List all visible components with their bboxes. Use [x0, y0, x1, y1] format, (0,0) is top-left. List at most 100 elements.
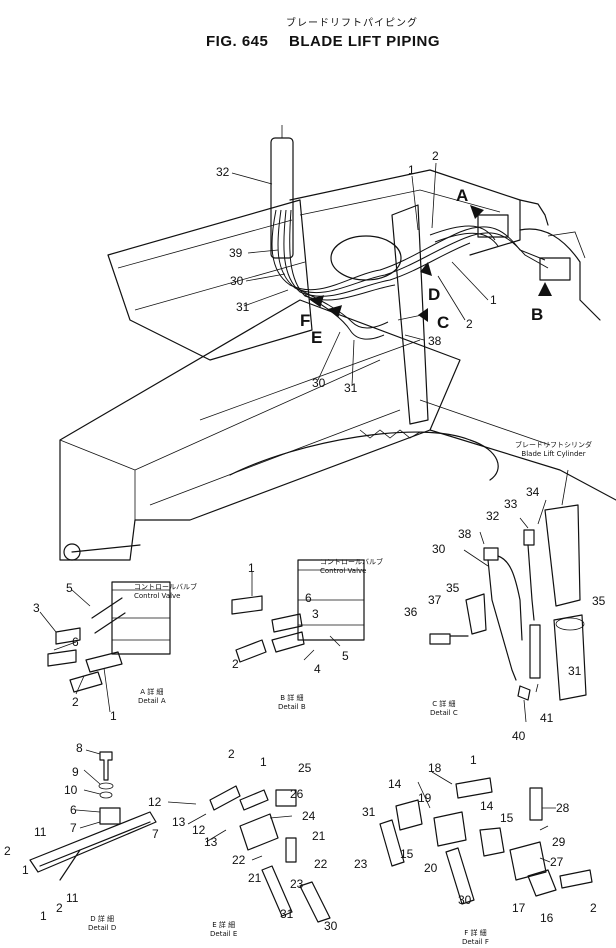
drawing-stroke — [529, 787, 543, 821]
drawing-stroke — [351, 339, 355, 387]
part-callout: 2 — [590, 901, 597, 915]
drawing-stroke — [231, 172, 273, 185]
drawing-stroke — [261, 865, 293, 917]
figure-title: BLADE LIFT PIPING — [289, 33, 440, 50]
callout: 1 — [490, 293, 497, 307]
drawing-stroke — [134, 261, 306, 311]
arrow-letter-b: B — [531, 305, 543, 324]
detail-e-drawing: 2 1 25 12 26 13 12 24 13 22 21 22 23 21 … — [148, 747, 368, 933]
drawing-stroke — [117, 219, 293, 269]
detail-f-drawing: 1 18 14 19 31 14 15 28 15 20 29 27 30 17… — [362, 753, 597, 925]
drawing-stroke — [231, 595, 263, 615]
part-callout: 30 — [458, 893, 472, 907]
drawing-stroke — [497, 555, 523, 641]
callout: 31 — [236, 300, 250, 314]
callout: 2 — [432, 149, 439, 163]
detail-f-caption-jp: F 詳 細 — [464, 929, 487, 937]
drawing-stroke — [149, 409, 401, 506]
part-callout: 6 — [72, 635, 79, 649]
part-callout: 1 — [22, 863, 29, 877]
moldboard-blade — [107, 199, 313, 361]
part-callout: 6 — [70, 803, 77, 817]
part-callout: 3 — [33, 601, 40, 615]
drawing-stroke — [285, 837, 297, 863]
drawbar-frame — [59, 299, 461, 561]
drawing-stroke — [47, 649, 77, 667]
drawing-stroke — [235, 639, 267, 663]
part-callout: 4 — [314, 662, 321, 676]
part-callout: 30 — [432, 542, 446, 556]
detail-a-valve-jp: コントロールバルブ — [134, 583, 197, 591]
detail-b-caption-jp: B 詳 細 — [280, 694, 304, 702]
drawing-stroke — [547, 231, 586, 259]
arrow-letter-d: D — [428, 285, 440, 304]
detail-a-caption-jp: A 詳 細 — [140, 688, 164, 696]
drawing-stroke — [167, 801, 293, 861]
drawing-stroke — [69, 671, 103, 693]
drawing-stroke — [55, 627, 81, 645]
drawing-stroke — [419, 399, 551, 446]
drawing-stroke — [529, 624, 541, 679]
arrow-e-icon — [326, 305, 343, 318]
callout: 32 — [216, 165, 230, 179]
part-callout: 6 — [305, 591, 312, 605]
detail-b-caption-en: Detail B — [278, 703, 306, 711]
drawing-stroke — [298, 569, 364, 626]
detail-b-valve-en: Control Valve — [320, 567, 367, 575]
blade-lift-cylinder-view — [544, 469, 587, 701]
drawing-stroke — [239, 813, 279, 851]
part-callout: 14 — [388, 777, 402, 791]
part-callout: 37 — [428, 593, 442, 607]
drawing-stroke — [395, 799, 423, 831]
drawing-stroke — [517, 685, 531, 701]
drawing-stroke — [99, 751, 113, 781]
part-callout: 31 — [280, 907, 294, 921]
detail-d-caption-en: Detail D — [88, 924, 117, 932]
right-lift-cylinder — [391, 204, 429, 425]
drawing-stroke — [451, 261, 489, 301]
arrow-c-icon — [418, 308, 428, 322]
drawing-stroke — [455, 777, 493, 799]
detail-c-drawing: 38 30 35 37 36 32 33 34 35 31 41 40 — [404, 485, 606, 743]
circle-gear — [229, 431, 499, 481]
drawing-stroke — [299, 189, 501, 216]
part-callout: 31 — [362, 805, 376, 819]
drawing-stroke — [404, 334, 425, 341]
drawing-stroke — [299, 881, 331, 923]
drawing-stroke — [317, 331, 341, 381]
part-callout: 2 — [4, 844, 11, 858]
detail-d-caption: D 詳 細 Detail D — [88, 915, 116, 933]
part-callout: 7 — [70, 821, 77, 835]
drawing-stroke — [437, 275, 466, 321]
drawing-stroke — [199, 339, 421, 421]
detail-e-caption-en: Detail E — [210, 930, 238, 938]
arrow-letter-e: E — [311, 328, 322, 347]
drawing-stroke — [555, 617, 585, 631]
part-callout: 29 — [552, 835, 566, 849]
part-callout: 41 — [540, 711, 554, 725]
drawing-stroke — [519, 199, 549, 226]
drawing-stroke — [544, 504, 581, 607]
drawing-stroke — [243, 289, 289, 307]
drawing-stroke — [379, 819, 405, 867]
part-callout: 27 — [550, 855, 564, 869]
part-callout: 35 — [446, 581, 460, 595]
drawing-stroke — [75, 749, 101, 829]
callout: 30 — [312, 376, 326, 390]
drawing-stroke — [463, 499, 547, 723]
callout: 38 — [428, 334, 442, 348]
part-callout: 7 — [152, 827, 159, 841]
drawing-stroke — [275, 789, 297, 807]
front-frame — [289, 169, 521, 256]
part-callout: 36 — [404, 605, 418, 619]
detail-a-valve-en: Control Valve — [134, 592, 181, 600]
drawing-stroke — [431, 162, 437, 229]
part-callout: 23 — [354, 857, 368, 871]
part-callout: 13 — [204, 835, 218, 849]
detail-b-valve-jp: コントロールバルブ — [320, 558, 383, 566]
part-callout: 1 — [260, 755, 267, 769]
drawing-stroke — [559, 869, 593, 889]
part-callout: 1 — [470, 753, 477, 767]
